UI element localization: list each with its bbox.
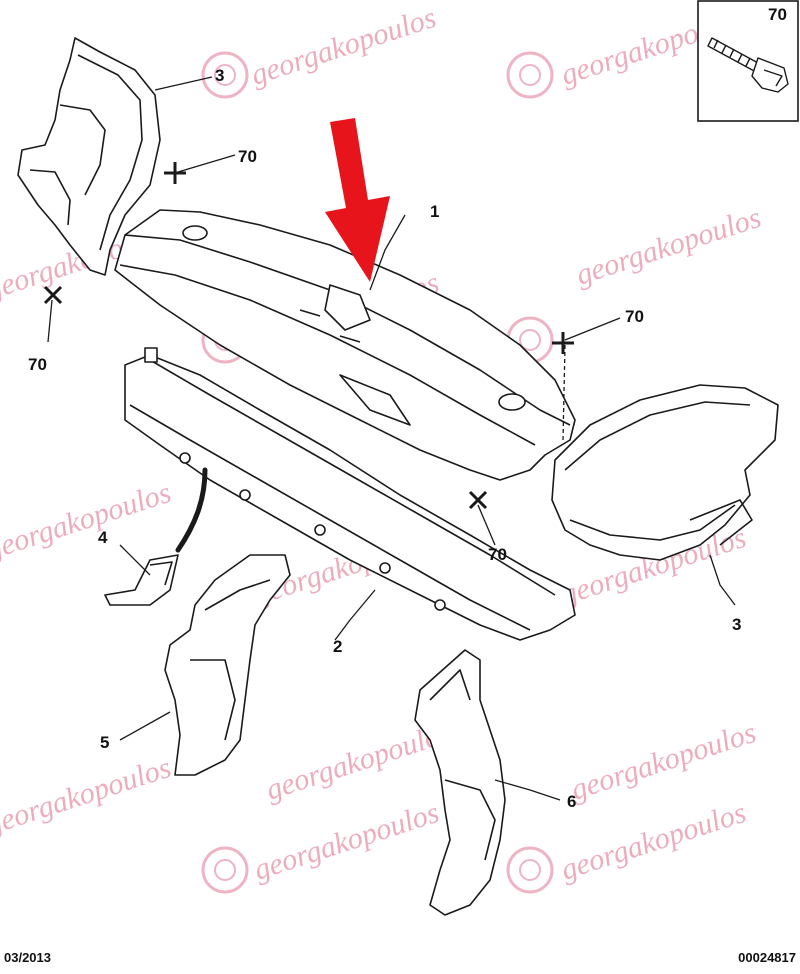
screw-marker-a <box>164 162 186 184</box>
callout-part-3-right: 3 <box>732 615 741 634</box>
leader-lines <box>47 76 736 801</box>
watermark-text: georgakopoulos <box>557 796 750 887</box>
watermark-text: georgakopoulos <box>247 1 440 92</box>
watermark-logo <box>506 846 554 894</box>
inset-frame <box>697 0 799 122</box>
part-6-drawing <box>414 649 506 916</box>
watermark-logo <box>201 846 249 894</box>
screw-marker-c <box>552 332 574 354</box>
callout-part-6: 6 <box>567 792 576 811</box>
footer-code: 00024817 <box>738 950 796 965</box>
callout-part-4: 4 <box>98 528 108 547</box>
screw-inset: 70 <box>697 0 799 122</box>
part-3-left-drawing <box>17 37 161 276</box>
watermark-text: georgakopoulos <box>250 796 443 887</box>
callout-screw-70-c: 70 <box>625 307 644 326</box>
callout-part-5: 5 <box>100 733 109 752</box>
part-3-right-drawing <box>551 384 779 561</box>
watermark-text: georgakopoulos <box>0 476 175 567</box>
screw-marker-b <box>43 285 63 305</box>
part-4-drawing <box>104 554 179 606</box>
part-4-wire <box>175 467 208 553</box>
callout-part-3-left: 3 <box>215 66 224 85</box>
part-1-drawing <box>114 209 576 481</box>
callout-part-2: 2 <box>333 637 342 656</box>
part-2-drawing <box>124 347 576 641</box>
watermark-logo <box>506 51 554 99</box>
watermark-text: georgakopoulos <box>567 716 760 807</box>
callout-screw-70-d: 70 <box>488 545 507 564</box>
footer-date: 03/2013 <box>4 950 51 965</box>
callout-part-1: 1 <box>430 202 439 221</box>
inset-label: 70 <box>768 5 787 24</box>
watermark-text: georgakopoulos <box>0 751 175 842</box>
callout-screw-70-b: 70 <box>28 355 47 374</box>
part-5-drawing <box>164 554 291 776</box>
highlight-arrow <box>325 118 390 282</box>
watermark-logo <box>201 51 249 99</box>
watermark-text: georgakopoulos <box>572 201 765 292</box>
screw-icon <box>707 37 789 93</box>
screw-marker-d <box>468 490 488 510</box>
callout-screw-70-a: 70 <box>238 147 257 166</box>
